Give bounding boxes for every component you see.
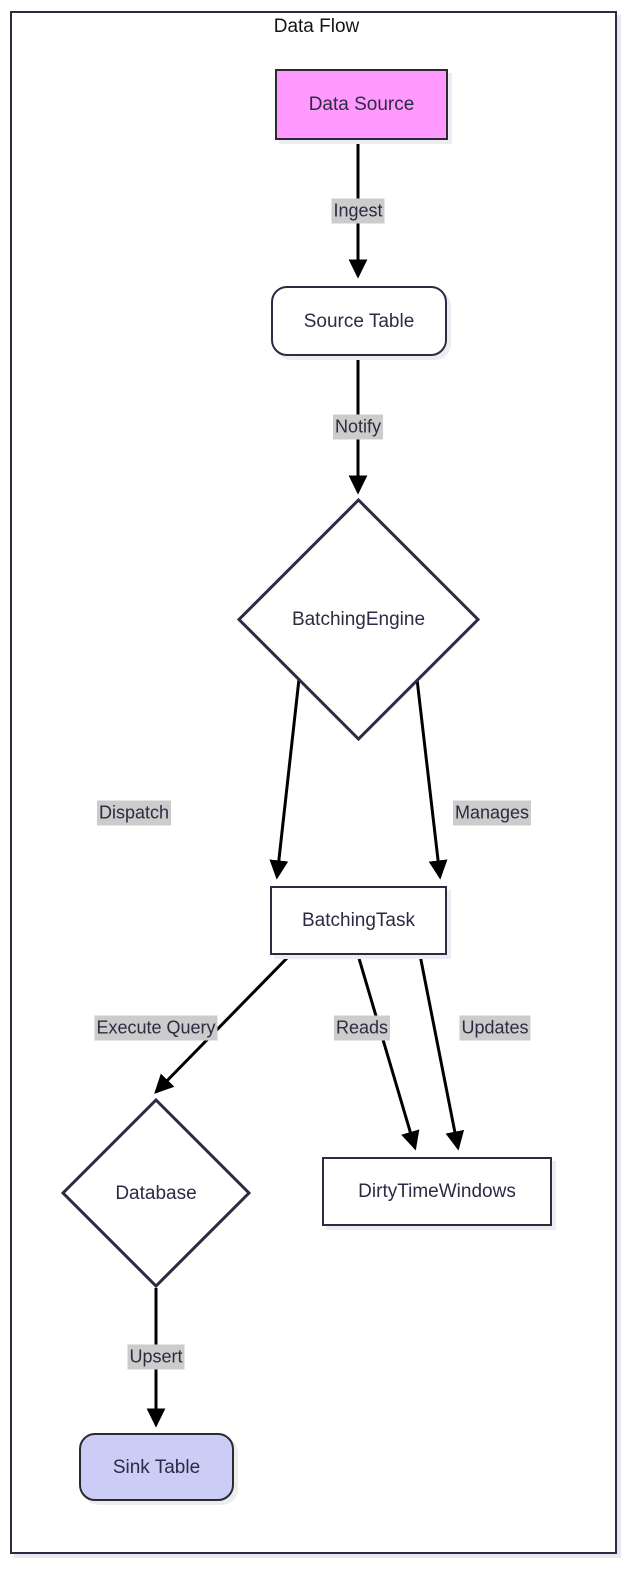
edge-label-manages: Manages xyxy=(452,800,532,826)
node-batching-engine[interactable]: BatchingEngine xyxy=(236,497,481,742)
edge-label-notify: Notify xyxy=(332,414,384,440)
node-label-batching-engine: BatchingEngine xyxy=(291,609,426,630)
node-label-data-source: Data Source xyxy=(308,94,415,115)
diamond-shape-database xyxy=(60,1097,252,1289)
node-sink-table[interactable]: Sink Table xyxy=(79,1433,234,1501)
node-label-batching-task: BatchingTask xyxy=(301,910,415,931)
diagram-frame xyxy=(10,11,617,1554)
edge-label-reads: Reads xyxy=(333,1015,391,1041)
node-database[interactable]: Database xyxy=(60,1097,252,1289)
node-label-dirty-time-windows: DirtyTimeWindows xyxy=(358,1181,516,1202)
edge-label-updates: Updates xyxy=(459,1015,531,1041)
node-label-source-table: Source Table xyxy=(303,310,415,332)
edge-label-upsert: Upsert xyxy=(127,1344,185,1370)
node-source-table[interactable]: Source Table xyxy=(271,286,447,356)
diamond-shape-batching-engine xyxy=(236,497,481,742)
diagram-title: Data Flow xyxy=(273,16,360,37)
node-dirty-time-windows[interactable]: DirtyTimeWindows xyxy=(322,1157,552,1226)
edge-label-dispatch: Dispatch xyxy=(96,800,172,826)
edge-label-execute-query: Execute Query xyxy=(94,1015,218,1041)
edge-label-ingest: Ingest xyxy=(331,198,385,224)
node-data-source[interactable]: Data Source xyxy=(275,69,448,140)
node-label-database: Database xyxy=(115,1182,197,1204)
node-batching-task[interactable]: BatchingTask xyxy=(270,886,447,955)
node-label-sink-table: Sink Table xyxy=(112,1456,201,1478)
